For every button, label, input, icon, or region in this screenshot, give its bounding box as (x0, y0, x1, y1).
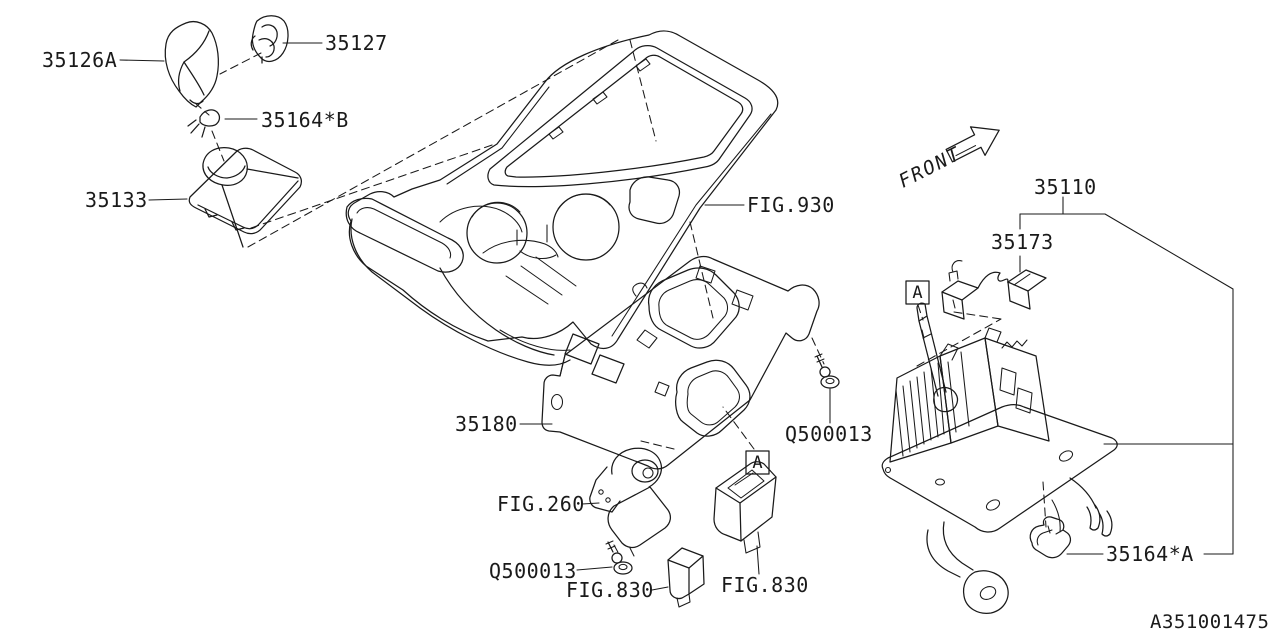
leader-lines (119, 42, 1234, 591)
drawing-code: A351001475 (1150, 611, 1269, 633)
shift-boot-drawing (188, 146, 302, 248)
label-shifter-assembly: 35110 (1034, 175, 1097, 199)
section-marker-a-label: A (912, 283, 922, 303)
switch-830-drawing (713, 461, 777, 554)
label-connector: 35173 (991, 230, 1054, 254)
shifter-assembly-drawing (881, 302, 1118, 614)
label-screw-right: Q500013 (785, 422, 873, 446)
console-panel-drawing (345, 30, 779, 366)
label-shift-knob: 35126A (42, 48, 117, 72)
front-arrow-icon (945, 126, 1000, 163)
connector-35173-drawing (941, 260, 1047, 320)
section-marker-right: A (905, 280, 930, 305)
part-number-labels: 35126A 35127 35164*B 35133 FIG.930 35110… (42, 31, 1269, 633)
label-shift-boot: 35133 (85, 188, 148, 212)
snap-clip-b-drawing (187, 109, 221, 138)
section-marker-a-label: A (752, 453, 762, 473)
connector-small-drawing (667, 547, 705, 608)
shift-knob-drawing (164, 20, 219, 108)
screw-bottom-drawing (605, 540, 633, 575)
label-switch-figure: FIG.260 (497, 492, 585, 516)
label-knob-button: 35127 (325, 31, 388, 55)
label-screw-bottom: Q500013 (489, 559, 577, 583)
screw-right-drawing (814, 353, 840, 389)
label-snap-b: 35164*B (261, 108, 349, 132)
label-indicator-base: 35180 (455, 412, 518, 436)
front-label: FRONT (895, 143, 965, 193)
label-harness-right: FIG.830 (721, 573, 809, 597)
label-console-figure: FIG.930 (747, 193, 835, 217)
snap-clip-a-drawing (1029, 516, 1072, 559)
knob-button-drawing (250, 15, 289, 64)
switch-unit-drawing (589, 447, 672, 557)
section-marker-center: A (745, 450, 770, 475)
assembly-guide-lines (194, 39, 1047, 557)
front-indicator: FRONT (895, 126, 1000, 193)
label-snap-a: 35164*A (1106, 542, 1194, 566)
indicator-base-drawing (541, 255, 820, 470)
label-harness-left: FIG.830 (566, 578, 654, 602)
